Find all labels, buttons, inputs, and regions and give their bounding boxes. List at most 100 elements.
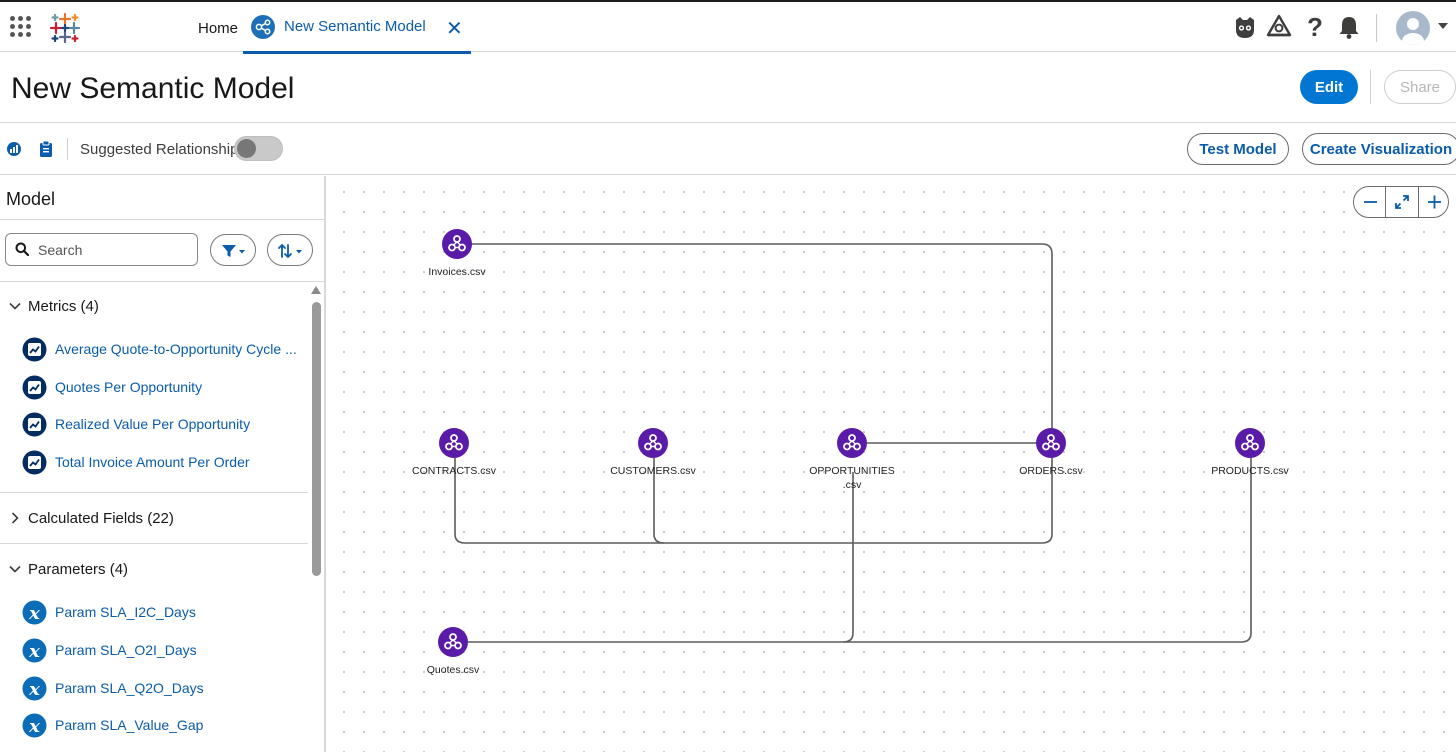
panel-scrollbar[interactable] <box>311 286 321 752</box>
parameter-icon: x <box>22 600 47 625</box>
metric-item[interactable]: Quotes Per Opportunity <box>0 372 305 402</box>
metric-trend-icon <box>22 412 47 437</box>
fit-to-screen-button[interactable] <box>1386 187 1418 217</box>
panel-divider <box>0 492 308 493</box>
model-insights-icon[interactable] <box>5 140 23 158</box>
toolbar-divider <box>67 138 68 160</box>
parameter-item[interactable]: x Param SLA_Value_Gap <box>0 710 305 740</box>
page-header: New Semantic Model Edit Share <box>0 52 1456 123</box>
app-launcher-icon[interactable] <box>10 16 32 38</box>
parameter-icon: x <box>22 638 47 663</box>
table-node-icon <box>438 627 468 657</box>
metric-item[interactable]: Average Quote-to-Opportunity Cycle ... <box>0 334 305 364</box>
relationship-edge <box>468 472 854 643</box>
zoom-divider <box>1418 187 1419 217</box>
panel-title: Model <box>6 189 56 209</box>
tab-home[interactable]: Home <box>198 20 239 37</box>
table-node-icon <box>837 428 867 458</box>
table-node-icon <box>1235 428 1265 458</box>
zoom-out-button[interactable] <box>1354 187 1386 217</box>
zoom-controls <box>1353 186 1449 218</box>
metric-label: Total Invoice Amount Per Order <box>55 454 250 470</box>
table-node-products[interactable]: PRODUCTS.csv <box>1190 428 1310 488</box>
parameter-label: Param SLA_Value_Gap <box>55 717 204 733</box>
parameter-item[interactable]: x Param SLA_Q2O_Days <box>0 673 305 703</box>
metric-label: Realized Value Per Opportunity <box>55 416 251 432</box>
model-canvas[interactable]: Invoices.csv CONTRACTS.csv CUSTOMERS.csv… <box>328 176 1456 752</box>
semantic-model-icon <box>251 15 275 39</box>
header-divider <box>1370 70 1371 104</box>
scroll-up-arrow-icon[interactable] <box>311 286 321 294</box>
svg-text:x: x <box>28 716 40 737</box>
suggested-relationships-toggle[interactable] <box>234 136 283 161</box>
table-node-quotes[interactable]: Quotes.csv <box>393 627 513 687</box>
test-model-button[interactable]: Test Model <box>1187 133 1289 165</box>
search-input[interactable] <box>38 240 188 260</box>
table-node-label: CONTRACTS.csv <box>412 465 496 477</box>
page-title: New Semantic Model <box>11 72 295 105</box>
search-icon <box>15 242 29 256</box>
sort-button[interactable] <box>267 234 313 266</box>
table-node-opportunities[interactable]: OPPORTUNITIES .csv <box>792 428 912 491</box>
relationship-edges <box>454 243 1252 643</box>
clipboard-icon[interactable] <box>37 140 55 158</box>
svg-text:x: x <box>28 641 40 662</box>
relationship-edge <box>454 458 1053 544</box>
share-button[interactable]: Share <box>1384 70 1456 104</box>
chevron-down-icon <box>9 565 21 573</box>
table-node-invoices[interactable]: Invoices.csv <box>397 229 517 289</box>
help-icon[interactable]: ? <box>1302 14 1328 40</box>
tab-label: New Semantic Model <box>284 18 426 35</box>
metric-item[interactable]: Total Invoice Amount Per Order <box>0 447 305 477</box>
search-field[interactable] <box>5 233 198 266</box>
sort-icon <box>278 243 302 259</box>
tab-new-semantic-model[interactable]: New Semantic Model ✕ <box>243 2 471 54</box>
parameters-section-header[interactable]: Parameters (4) <box>0 557 310 583</box>
table-node-label: PRODUCTS.csv <box>1211 465 1289 477</box>
metric-item[interactable]: Realized Value Per Opportunity <box>0 409 305 439</box>
global-nav: Home New Semantic Model ✕ ? <box>0 0 1456 54</box>
parameter-item[interactable]: x Param SLA_O2I_Days <box>0 635 305 665</box>
suggested-relationships-label: Suggested Relationships <box>80 141 246 158</box>
parameter-label: Param SLA_I2C_Days <box>55 604 196 620</box>
agent-icon[interactable] <box>1232 14 1258 40</box>
metric-trend-icon <box>22 375 47 400</box>
parameter-label: Param SLA_Q2O_Days <box>55 680 204 696</box>
model-toolbar: Suggested Relationships Test Model Creat… <box>0 123 1456 175</box>
relationship-edge <box>843 458 1252 643</box>
chevron-right-icon <box>11 512 19 524</box>
table-node-contracts[interactable]: CONTRACTS.csv <box>394 428 514 488</box>
panel-divider <box>0 281 324 282</box>
setup-icon[interactable] <box>1266 14 1292 40</box>
close-tab-icon[interactable]: ✕ <box>446 18 463 40</box>
parameter-item[interactable]: x Param SLA_I2C_Days <box>0 597 305 627</box>
table-node-label: Invoices.csv <box>428 266 486 278</box>
table-node-orders[interactable]: ORDERS.csv <box>991 428 1111 488</box>
filter-button[interactable] <box>210 234 256 266</box>
calculated-fields-section-label: Calculated Fields (22) <box>28 510 174 527</box>
calculated-fields-section-header[interactable]: Calculated Fields (22) <box>0 506 310 532</box>
chevron-down-icon[interactable] <box>1438 23 1448 29</box>
create-visualization-button[interactable]: Create Visualization <box>1302 133 1456 165</box>
tableau-logo-icon[interactable] <box>48 11 82 45</box>
filter-icon <box>222 245 245 257</box>
table-node-customers[interactable]: CUSTOMERS.csv <box>593 428 713 488</box>
table-node-icon <box>439 428 469 458</box>
relationship-edge <box>471 243 1053 428</box>
table-node-icon <box>638 428 668 458</box>
notification-bell-icon[interactable] <box>1336 14 1362 40</box>
parameter-icon: x <box>22 676 47 701</box>
table-node-label: Quotes.csv <box>426 664 480 676</box>
plus-icon <box>1428 195 1441 209</box>
metrics-section-header[interactable]: Metrics (4) <box>0 294 310 320</box>
user-avatar[interactable] <box>1396 11 1430 45</box>
toggle-knob <box>237 139 256 158</box>
model-panel: Model Metrics (4) Ave <box>0 176 326 752</box>
scrollbar-thumb[interactable] <box>312 302 321 576</box>
panel-divider <box>0 219 324 220</box>
svg-text:x: x <box>28 603 40 624</box>
zoom-in-button[interactable] <box>1418 187 1450 217</box>
expand-icon <box>1395 195 1409 209</box>
edit-button[interactable]: Edit <box>1300 70 1358 104</box>
chevron-down-icon <box>9 302 21 310</box>
